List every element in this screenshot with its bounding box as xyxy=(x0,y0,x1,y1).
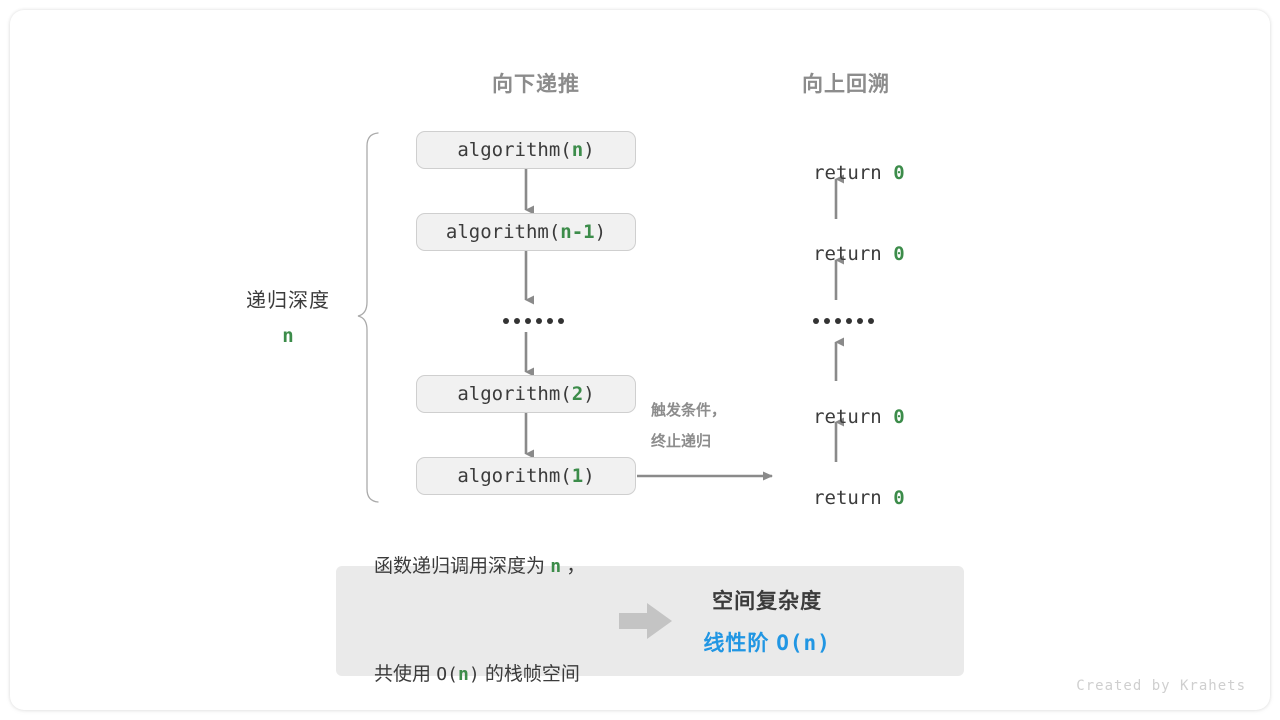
dot xyxy=(514,318,520,324)
dot xyxy=(503,318,509,324)
call-box-prefix: algorithm( xyxy=(457,139,572,161)
return-value: 0 xyxy=(893,162,905,184)
ellipsis-up xyxy=(813,318,874,324)
return-label-fourth: return 0 xyxy=(756,384,916,450)
call-box-arg: n xyxy=(571,139,584,161)
trigger-note-line1: 触发条件， xyxy=(651,402,727,419)
summary-line-1: 函数递归调用深度为 n ， xyxy=(374,549,585,585)
dot xyxy=(857,318,863,324)
return-value: 0 xyxy=(893,243,905,265)
summary-line2-var: n xyxy=(457,664,469,685)
summary-line-2: 共使用 O(n) 的栈帧空间 xyxy=(374,657,585,693)
trigger-note-line2: 终止递归 xyxy=(651,433,712,450)
trigger-condition-note: 触发条件， 终止递归 xyxy=(651,395,726,457)
summary-line1-suffix: ， xyxy=(561,556,586,577)
call-box-suffix: ) xyxy=(583,383,595,405)
return-keyword: return xyxy=(813,487,894,509)
diagram-card: 向下递推 向上回溯 递归深度 n xyxy=(10,10,1270,710)
summary-panel: 函数递归调用深度为 n ， 共使用 O(n) 的栈帧空间 空间复杂度 线性阶 O… xyxy=(336,556,964,685)
dot xyxy=(835,318,841,324)
ellipsis-down xyxy=(503,318,564,324)
summary-line2-suffix: 的栈帧空间 xyxy=(479,664,580,685)
complexity-value: 线性阶 O(n) xyxy=(703,627,830,657)
summary-line1-prefix: 函数递归调用深度为 xyxy=(374,556,551,577)
return-label-second: return 0 xyxy=(756,221,916,287)
return-keyword: return xyxy=(813,162,894,184)
summary-text: 函数递归调用深度为 n ， 共使用 O(n) 的栈帧空间 xyxy=(374,477,585,710)
complexity-bigo: O(n) xyxy=(776,631,831,655)
implies-arrow-icon xyxy=(619,601,673,641)
recursion-depth-value: n xyxy=(282,325,294,347)
dot xyxy=(846,318,852,324)
call-box-prefix: algorithm( xyxy=(445,221,561,243)
call-box-arg: n-1 xyxy=(560,221,595,243)
return-value: 0 xyxy=(893,487,905,509)
column-header-downward: 向下递推 xyxy=(492,73,580,96)
summary-line1-var: n xyxy=(550,556,562,577)
complexity-result: 空间复杂度 线性阶 O(n) xyxy=(703,585,830,657)
dot xyxy=(558,318,564,324)
call-box-suffix: ) xyxy=(583,465,595,487)
dot xyxy=(525,318,531,324)
return-label-bottom: return 0 xyxy=(756,465,916,531)
call-box-1: algorithm(1) xyxy=(416,457,636,495)
dot xyxy=(868,318,874,324)
call-box-2: algorithm(2) xyxy=(416,375,636,413)
call-box-arg: 1 xyxy=(571,465,584,487)
call-box-prefix: algorithm( xyxy=(457,465,572,487)
dot xyxy=(824,318,830,324)
return-value: 0 xyxy=(893,406,905,428)
dot xyxy=(536,318,542,324)
summary-line2-bigo-close: ) xyxy=(468,664,480,685)
dot xyxy=(813,318,819,324)
complexity-order-label: 线性阶 xyxy=(703,632,777,655)
call-box-suffix: ) xyxy=(594,221,607,243)
credit-text: Created by Krahets xyxy=(1076,678,1246,694)
call-box-prefix: algorithm( xyxy=(457,383,572,405)
summary-line2-bigo-open: O( xyxy=(436,664,458,685)
summary-line2-prefix: 共使用 xyxy=(374,664,437,685)
call-box-n: algorithm(n) xyxy=(416,131,636,169)
column-header-upward: 向上回溯 xyxy=(802,73,890,96)
call-box-n-1: algorithm(n-1) xyxy=(416,213,636,251)
recursion-depth-label: 递归深度 n xyxy=(198,284,378,347)
return-keyword: return xyxy=(813,406,894,428)
call-box-arg: 2 xyxy=(571,383,584,405)
return-label-top: return 0 xyxy=(756,140,916,206)
call-box-suffix: ) xyxy=(583,139,595,161)
recursion-depth-text: 递归深度 xyxy=(246,290,330,312)
dot xyxy=(547,318,553,324)
complexity-title: 空间复杂度 xyxy=(712,590,823,613)
return-keyword: return xyxy=(813,243,894,265)
